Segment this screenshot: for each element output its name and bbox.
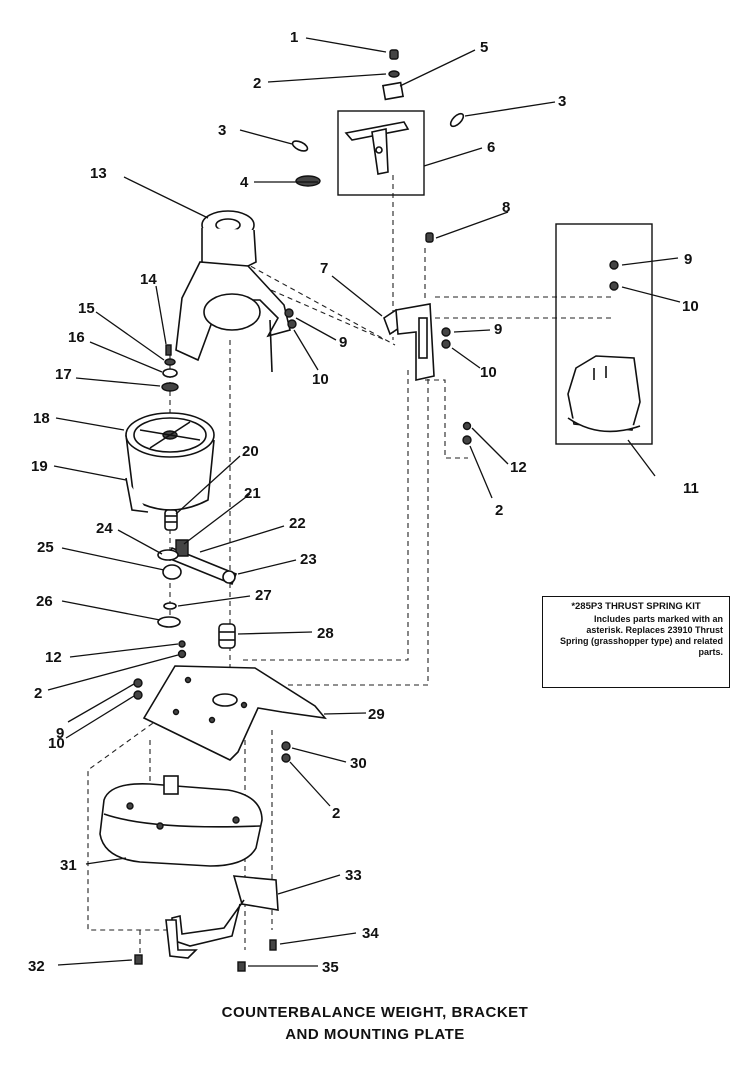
callout-5: 5 (480, 39, 488, 56)
part-2-washer-lower (281, 753, 291, 763)
callout-10: 10 (480, 364, 497, 381)
part-20-spring (164, 509, 178, 531)
callout-7: 7 (320, 260, 328, 277)
callout-2: 2 (34, 685, 42, 702)
callout-10: 10 (682, 298, 699, 315)
callout-14: 14 (140, 271, 157, 288)
callout-35: 35 (322, 959, 339, 976)
callout-15: 15 (78, 300, 95, 317)
kit-note-body: Includes parts marked with an asterisk. … (559, 614, 723, 657)
callout-30: 30 (350, 755, 367, 772)
part-9-nut-left (133, 678, 143, 688)
callout-12: 12 (45, 649, 62, 666)
callout-6: 6 (487, 139, 495, 156)
part-2-washer-right (462, 435, 472, 445)
callout-8: 8 (502, 199, 510, 216)
part-3-clip-left (291, 140, 309, 152)
part-2-washer-left (177, 649, 187, 659)
callout-2: 2 (253, 75, 261, 92)
callout-23: 23 (300, 551, 317, 568)
callout-29: 29 (368, 706, 385, 723)
callout-26: 26 (36, 593, 53, 610)
part-1-screw (389, 49, 399, 60)
callout-1: 1 (290, 29, 298, 46)
part-13-housing (175, 210, 291, 373)
part-9-nut-bracket (441, 327, 451, 337)
callout-16: 16 (68, 329, 85, 346)
callout-3: 3 (218, 122, 226, 139)
part-15-washer (164, 358, 176, 366)
callout-2: 2 (332, 805, 340, 822)
part-31-counterbalance-weight (99, 775, 263, 867)
caption-line-2: AND MOUNTING PLATE (285, 1026, 465, 1043)
callout-21: 21 (244, 485, 261, 502)
diagram-caption: COUNTERBALANCE WEIGHT, BRACKET AND MOUNT… (0, 1002, 750, 1046)
callout-12: 12 (510, 459, 527, 476)
callout-9: 9 (684, 251, 692, 268)
callout-32: 32 (28, 958, 45, 975)
callout-18: 18 (33, 410, 50, 427)
part-8-screw (425, 232, 434, 243)
part-18-pulley (125, 412, 215, 511)
part-11-cover-kit (555, 223, 653, 445)
thrust-spring-kit-note: *285P3 THRUST SPRING KIT Includes parts … (542, 596, 730, 688)
callout-33: 33 (345, 867, 362, 884)
part-32-screw (134, 954, 143, 965)
part-26-washer (157, 616, 181, 628)
part-25-bushing (162, 564, 182, 580)
part-12-screw-right (462, 421, 472, 431)
callout-9: 9 (339, 334, 347, 351)
part-30-nut (281, 741, 291, 751)
callout-3: 3 (558, 93, 566, 110)
part-5-block (381, 81, 405, 101)
part-12-screw-left (178, 640, 186, 648)
callout-9: 9 (494, 321, 502, 338)
callout-2: 2 (495, 502, 503, 519)
leader-lines (47, 37, 681, 967)
part-2-washer-top (388, 70, 400, 78)
part-24-cap (157, 549, 179, 561)
part-33-bracket (165, 875, 279, 959)
thrust-bracket (395, 303, 435, 381)
callout-10: 10 (312, 371, 329, 388)
part-34-screw (269, 939, 277, 951)
part-3-clip-right (449, 112, 465, 128)
callout-10: 10 (48, 735, 65, 752)
part-10-washer-housing (287, 319, 297, 329)
callout-4: 4 (240, 174, 249, 191)
callout-labels: 1 2 5 3 3 6 4 13 8 7 9 10 9 10 9 10 11 1… (28, 29, 699, 976)
part-10-washer-left (133, 690, 143, 700)
callout-24: 24 (96, 520, 113, 537)
part-17-nut (161, 382, 179, 392)
part-6-bracket-assembly (295, 110, 425, 196)
part-16-spacer (162, 368, 178, 378)
callout-9: 9 (56, 725, 64, 742)
callout-28: 28 (317, 625, 334, 642)
part-9-nut-housing (284, 308, 294, 318)
kit-note-title: *285P3 THRUST SPRING KIT (571, 601, 701, 612)
part-35-screw (237, 961, 246, 972)
caption-line-1: COUNTERBALANCE WEIGHT, BRACKET (221, 1004, 529, 1021)
callout-22: 22 (289, 515, 306, 532)
part-29-mounting-plate (142, 665, 327, 761)
part-28-thrust-spring (218, 623, 236, 649)
callout-20: 20 (242, 443, 259, 460)
callout-17: 17 (55, 366, 72, 383)
callout-31: 31 (60, 857, 77, 874)
part-10-washer-bracket (441, 339, 451, 349)
part-14-screw (165, 344, 172, 356)
callout-19: 19 (31, 458, 48, 475)
part-19-belt (125, 477, 149, 513)
callout-11: 11 (683, 480, 699, 497)
callout-13: 13 (90, 165, 107, 182)
part-27-ring (163, 602, 177, 610)
callout-34: 34 (362, 925, 379, 942)
callout-27: 27 (255, 587, 272, 604)
callout-25: 25 (37, 539, 54, 556)
